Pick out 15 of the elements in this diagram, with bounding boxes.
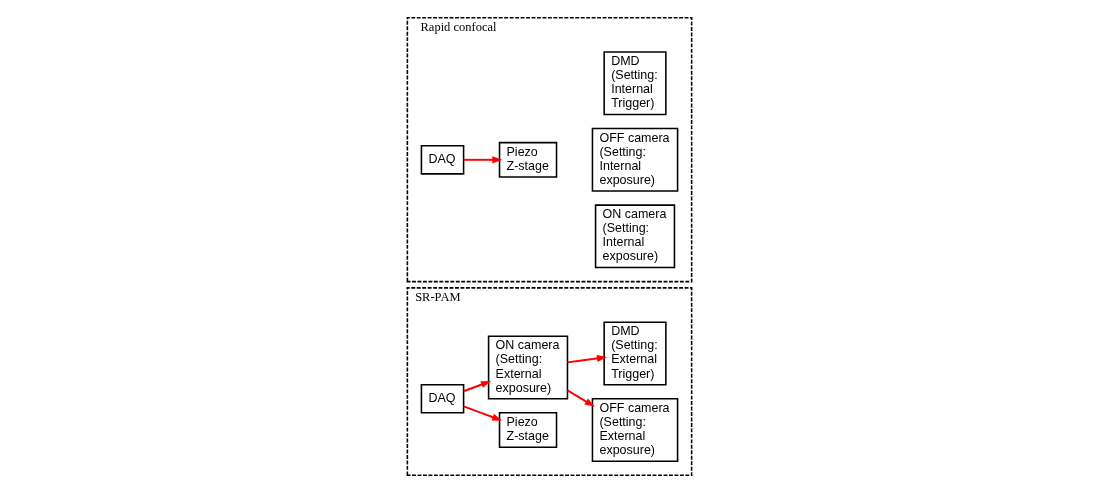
node-box: OFF camera (Setting: External exposure)	[591, 398, 679, 463]
node-box: Piezo Z-stage	[498, 141, 558, 178]
arrow	[566, 389, 595, 407]
node-box: DMD (Setting: External Trigger)	[603, 321, 667, 386]
arrow	[566, 354, 608, 364]
node-box: DAQ	[420, 383, 465, 414]
node-box: ON camera (Setting: Internal exposure)	[594, 204, 676, 269]
node-box: DMD (Setting: Internal Trigger)	[603, 51, 667, 116]
arrow	[462, 156, 503, 164]
arrow	[462, 405, 503, 421]
arrow	[462, 381, 492, 393]
node-box: DAQ	[420, 145, 465, 175]
node-box: OFF camera (Setting: Internal exposure)	[591, 127, 679, 192]
node-box: Piezo Z-stage	[498, 412, 558, 448]
node-box: ON camera (Setting: External exposure)	[487, 335, 569, 400]
